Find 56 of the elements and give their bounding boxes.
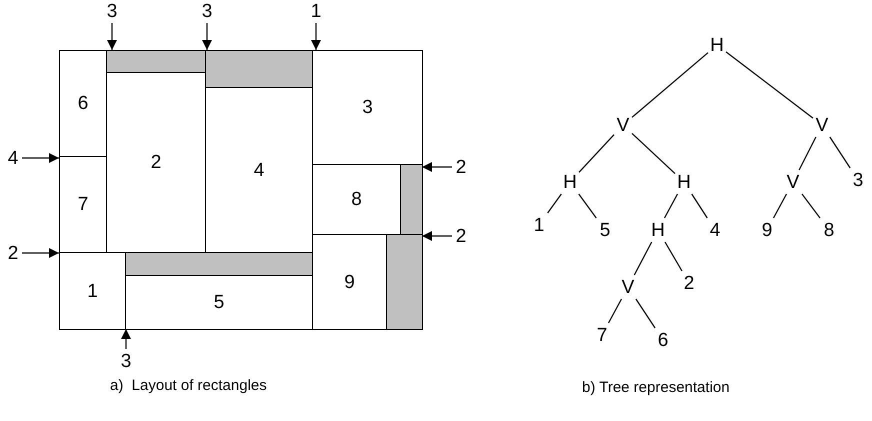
tree-branch [691, 194, 708, 218]
node-label: 7 [594, 324, 610, 346]
arrow [22, 248, 59, 258]
node-label: 3 [199, 0, 215, 22]
tree-branch [632, 132, 676, 174]
node-label: 3 [118, 350, 134, 372]
tree-branch [635, 298, 656, 328]
node-label: 9 [759, 219, 775, 241]
tree-branch [829, 136, 851, 168]
figure-caption: a) Layout of rectangles [110, 376, 267, 396]
arrow [121, 329, 131, 349]
node-label: H [562, 171, 578, 193]
arrow [422, 231, 452, 241]
shaded-filler [386, 234, 423, 330]
arrow [311, 23, 321, 50]
tree-branch [798, 136, 816, 170]
figure-caption: b) Tree representation [582, 378, 730, 398]
arrow [422, 162, 452, 172]
shaded-filler [106, 50, 206, 73]
tree-branch [547, 194, 562, 214]
node-label: V [814, 114, 830, 136]
shaded-filler [400, 164, 423, 235]
node-label: H [650, 219, 666, 241]
node-label: 6 [655, 329, 671, 351]
tree-branch [802, 194, 820, 218]
node-label: V [615, 114, 631, 136]
node-label: 3 [104, 0, 120, 22]
tree-branch [578, 134, 614, 173]
node-label: 5 [597, 219, 613, 241]
arrow [107, 23, 117, 50]
node-label: H [676, 171, 692, 193]
tree-branch [772, 194, 788, 218]
arrow [202, 23, 212, 50]
node-label: 3 [850, 169, 866, 191]
shaded-filler [205, 50, 313, 88]
tree-branch [726, 51, 814, 119]
node-label: H [709, 34, 725, 56]
node-label: 1 [308, 0, 324, 22]
arrow [22, 153, 59, 163]
tree-branch [664, 242, 682, 272]
tree-branch [608, 298, 622, 324]
tree-branch [632, 52, 708, 118]
node-label: V [785, 171, 801, 193]
node-label: 2 [453, 156, 469, 178]
node-label: 8 [821, 219, 837, 241]
node-label: 1 [531, 214, 547, 236]
node-label: 2 [453, 225, 469, 247]
node-label: V [620, 276, 636, 298]
node-label: 4 [707, 219, 723, 241]
node-label: 2 [681, 272, 697, 294]
tree-branch [664, 194, 678, 218]
node-label: 4 [5, 147, 21, 169]
tree-branch [578, 194, 597, 218]
shaded-filler [125, 252, 313, 276]
node-label: 2 [5, 242, 21, 264]
tree-branch [634, 242, 652, 276]
